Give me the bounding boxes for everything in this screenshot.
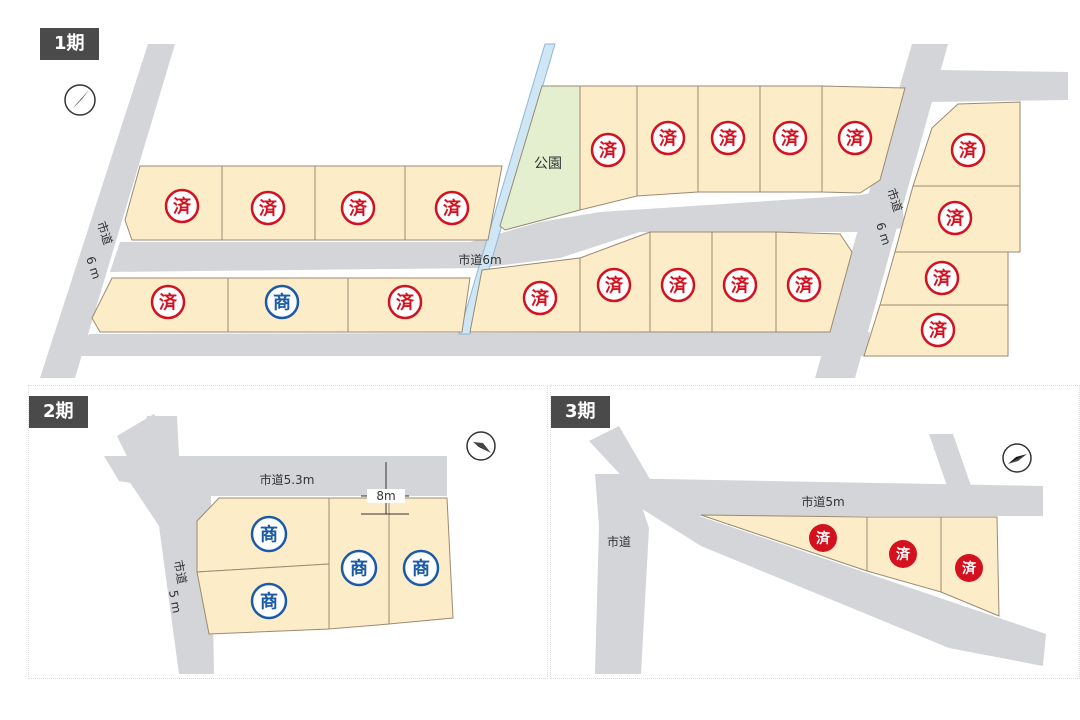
- badge-label: 済: [929, 320, 948, 342]
- sold-badge: 済: [650, 120, 686, 156]
- sold-badge: 済: [809, 524, 837, 552]
- park-label: 公園: [534, 156, 562, 172]
- sold-badge: 済: [722, 267, 758, 303]
- phase1-map: 公園 済済済済済済済済済済済済済済商済済済済済済 市道6m 市道 6 m: [40, 43, 1068, 378]
- phase-tag: 2期: [29, 396, 88, 428]
- road-label-top: 市道5.3m: [260, 472, 315, 487]
- phase-tag: 1期: [40, 28, 99, 60]
- negotiating-badge: 商: [250, 582, 288, 620]
- road-label-left-top: 市道: [94, 219, 116, 246]
- road-main: [110, 188, 905, 272]
- sold-badge: 済: [596, 267, 632, 303]
- badge-label: 済: [173, 196, 192, 218]
- badge-label: 済: [719, 128, 738, 150]
- badge-label: 商: [412, 558, 430, 580]
- sold-badge: 済: [710, 120, 746, 156]
- road-bottom: [55, 332, 870, 356]
- badge-label: 済: [781, 128, 800, 150]
- sold-badge: 済: [950, 132, 986, 168]
- badge-label: 済: [349, 198, 368, 220]
- north-arrow-icon: [466, 431, 496, 461]
- road-label-left-bottom: 6 m: [83, 255, 103, 281]
- phase3-panel: 済済済 市道5m 市道 3期: [550, 385, 1080, 679]
- phase3-map: 済済済 市道5m 市道: [589, 426, 1046, 674]
- lot-badges: 済済済: [809, 524, 983, 582]
- badge-label: 済: [599, 140, 618, 162]
- lot-badges: 商商商商: [250, 515, 440, 620]
- badge-label: 済: [731, 275, 750, 297]
- sold-badge: 済: [522, 280, 558, 316]
- road-label-right-bottom: 6 m: [873, 221, 893, 247]
- road-label-top: 市道5m: [801, 494, 844, 509]
- road-width-label: 8m: [376, 489, 395, 503]
- negotiating-badge: 商: [340, 549, 378, 587]
- sold-badge: 済: [920, 312, 956, 348]
- badge-label: 済: [933, 268, 952, 290]
- lot-badges: 済済済済済済済済済済済済済済商済済済済済済: [150, 120, 986, 348]
- road-label-left: 市道: [607, 534, 631, 549]
- badge-label: 済: [896, 546, 911, 563]
- road-diagonal-top: [589, 426, 651, 486]
- sold-badge: 済: [837, 120, 873, 156]
- badge-label: 済: [159, 292, 178, 314]
- north-arrow-icon: [64, 84, 96, 116]
- badge-label: 商: [350, 558, 368, 580]
- phase2-map: 8m 市道5.3m 市道 5 m 商商商商: [104, 414, 496, 674]
- road-label-main: 市道6m: [458, 252, 501, 267]
- badge-label: 商: [260, 524, 278, 546]
- road-top-right: [929, 434, 971, 486]
- road-left: [40, 44, 175, 378]
- road-label-left-bottom: 5 m: [166, 589, 184, 614]
- north-arrow-icon: [1002, 443, 1032, 473]
- badge-label: 済: [669, 275, 688, 297]
- negotiating-badge: 商: [264, 284, 300, 320]
- sold-badge: 済: [924, 260, 960, 296]
- badge-label: 済: [531, 288, 550, 310]
- sold-badge: 済: [772, 120, 808, 156]
- road-top-right: [930, 70, 1068, 102]
- road-label-right-top: 市道: [884, 186, 906, 213]
- badge-label: 済: [946, 208, 965, 230]
- road-diagonal-main: [611, 474, 1046, 666]
- phase1-panel: 公園 済済済済済済済済済済済済済済商済済済済済済 市道6m 市道 6 m: [40, 28, 1068, 378]
- road-left: [129, 416, 214, 674]
- negotiating-badge: 商: [250, 515, 288, 553]
- sold-badge: 済: [889, 540, 917, 568]
- width-label-bg: [367, 489, 405, 503]
- sold-badge: 済: [150, 284, 186, 320]
- badge-label: 済: [959, 140, 978, 162]
- sold-badge: 済: [387, 284, 423, 320]
- road-top: [606, 478, 1043, 516]
- road-left: [595, 474, 649, 674]
- badge-label: 済: [846, 128, 865, 150]
- sold-badge: 済: [955, 554, 983, 582]
- badge-label: 済: [259, 198, 278, 220]
- road-label-left-top: 市道: [171, 559, 190, 585]
- park: [499, 85, 581, 231]
- sold-badge: 済: [937, 200, 973, 236]
- badge-label: 商: [260, 591, 278, 613]
- badge-label: 済: [443, 198, 462, 220]
- phase-tag: 3期: [551, 396, 610, 428]
- sold-badge: 済: [660, 267, 696, 303]
- badge-label: 済: [396, 292, 415, 314]
- sold-badge: 済: [250, 190, 286, 226]
- badge-label: 済: [659, 128, 678, 150]
- sold-badge: 済: [434, 190, 470, 226]
- sold-badge: 済: [340, 190, 376, 226]
- badge-label: 済: [962, 560, 977, 577]
- phase2-panel: 8m 市道5.3m 市道 5 m 商商商商 2期: [28, 385, 548, 679]
- badge-label: 済: [816, 530, 831, 547]
- sold-badge: 済: [164, 188, 200, 224]
- badge-label: 済: [605, 275, 624, 297]
- sold-badge: 済: [786, 267, 822, 303]
- badge-label: 商: [273, 292, 291, 314]
- badge-label: 済: [795, 275, 814, 297]
- negotiating-badge: 商: [402, 549, 440, 587]
- sold-badge: 済: [590, 132, 626, 168]
